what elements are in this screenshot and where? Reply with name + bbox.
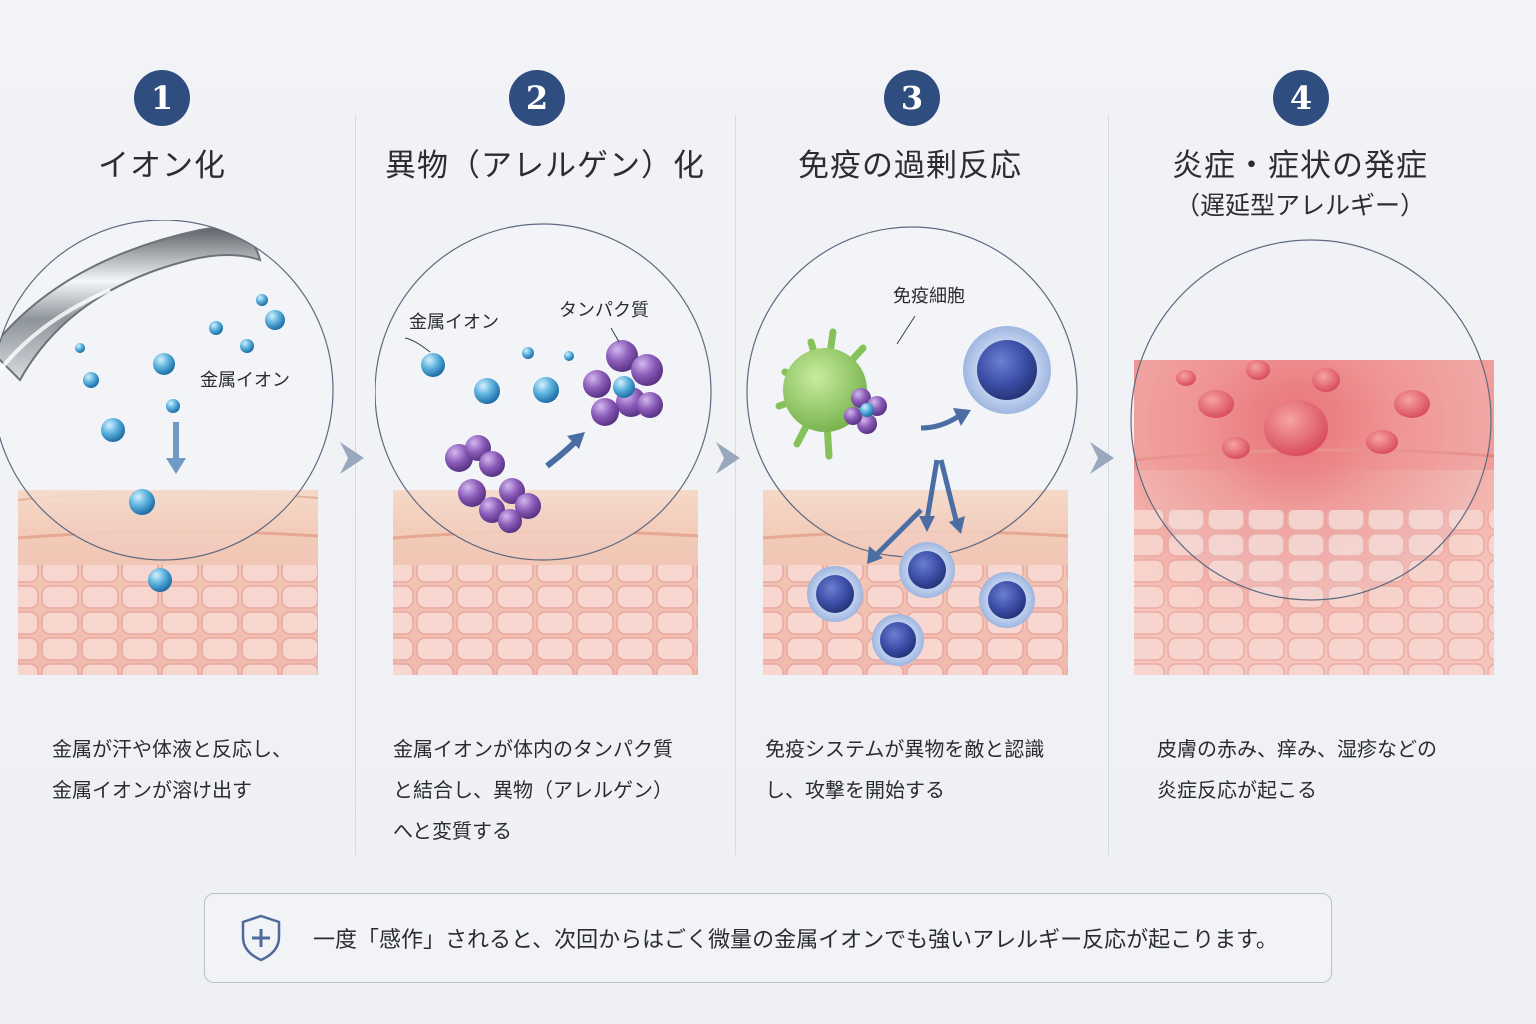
arrow-2-3-icon — [716, 442, 740, 474]
step-4-desc-line: 炎症反応が起こる — [1157, 778, 1317, 802]
step-2-desc-line: へと変質する — [393, 819, 512, 843]
divider-1 — [355, 115, 356, 855]
step-2-description: 金属イオンが体内のタンパク質 と結合し、異物（アレルゲン） へと変質する — [393, 729, 673, 852]
step-1-desc-line: 金属イオンが溶け出す — [52, 778, 252, 802]
step-1-desc-line: 金属が汗や体液と反応し、 — [52, 737, 292, 761]
callout-metal-ion-1: 金属イオン — [200, 370, 290, 391]
shield-plus-icon — [241, 914, 281, 962]
step-2-number-badge: 2 — [509, 70, 565, 126]
sensitization-notice: 一度「感作」されると、次回からはごく微量の金属イオンでも強いアレルギー反応が起こ… — [204, 893, 1332, 983]
callout-immune-cell: 免疫細胞 — [893, 286, 965, 307]
step-2-desc-line: 金属イオンが体内のタンパク質 — [393, 737, 673, 761]
step-4-desc-line: 皮膚の赤み、痒み、湿疹などの — [1157, 737, 1437, 761]
step-4-description: 皮膚の赤み、痒み、湿疹などの 炎症反応が起こる — [1157, 729, 1437, 811]
callout-metal-ion-2: 金属イオン — [409, 312, 499, 333]
arrow-1-2-icon — [340, 442, 364, 474]
step-3-description: 免疫システムが異物を敵と認識 し、攻撃を開始する — [765, 729, 1044, 811]
step-1-number-badge: 1 — [134, 70, 190, 126]
notice-text: 一度「感作」されると、次回からはごく微量の金属イオンでも強いアレルギー反応が起こ… — [313, 928, 1278, 953]
step-3-number-badge: 3 — [884, 70, 940, 126]
panel-4-illustration — [1130, 239, 1495, 675]
panel-3-illustration: 免疫細胞 — [746, 226, 1078, 675]
step-3-desc-line: 免疫システムが異物を敵と認識 — [765, 737, 1045, 761]
callout-protein: タンパク質 — [559, 300, 649, 321]
step-2-title: 異物（アレルゲン）化 — [385, 148, 705, 184]
divider-3 — [1108, 115, 1109, 855]
step-1-title: イオン化 — [98, 148, 226, 184]
arrow-3-4-icon — [1090, 442, 1114, 474]
step-2-desc-line: と結合し、異物（アレルゲン） — [393, 778, 673, 802]
step-4-title: 炎症・症状の発症 — [1172, 148, 1428, 184]
step-3-desc-line: し、攻撃を開始する — [765, 778, 945, 802]
panel-1-illustration: 金属イオン — [0, 220, 334, 675]
step-4-subtitle: （遅延型アレルギー） — [1174, 191, 1425, 220]
step-1-description: 金属が汗や体液と反応し、 金属イオンが溶け出す — [52, 729, 292, 811]
step-4-number-badge: 4 — [1273, 70, 1329, 126]
divider-2 — [735, 115, 736, 855]
panel-2-illustration: 金属イオン タンパク質 — [375, 223, 712, 675]
step-3-title: 免疫の過剰反応 — [798, 148, 1022, 184]
